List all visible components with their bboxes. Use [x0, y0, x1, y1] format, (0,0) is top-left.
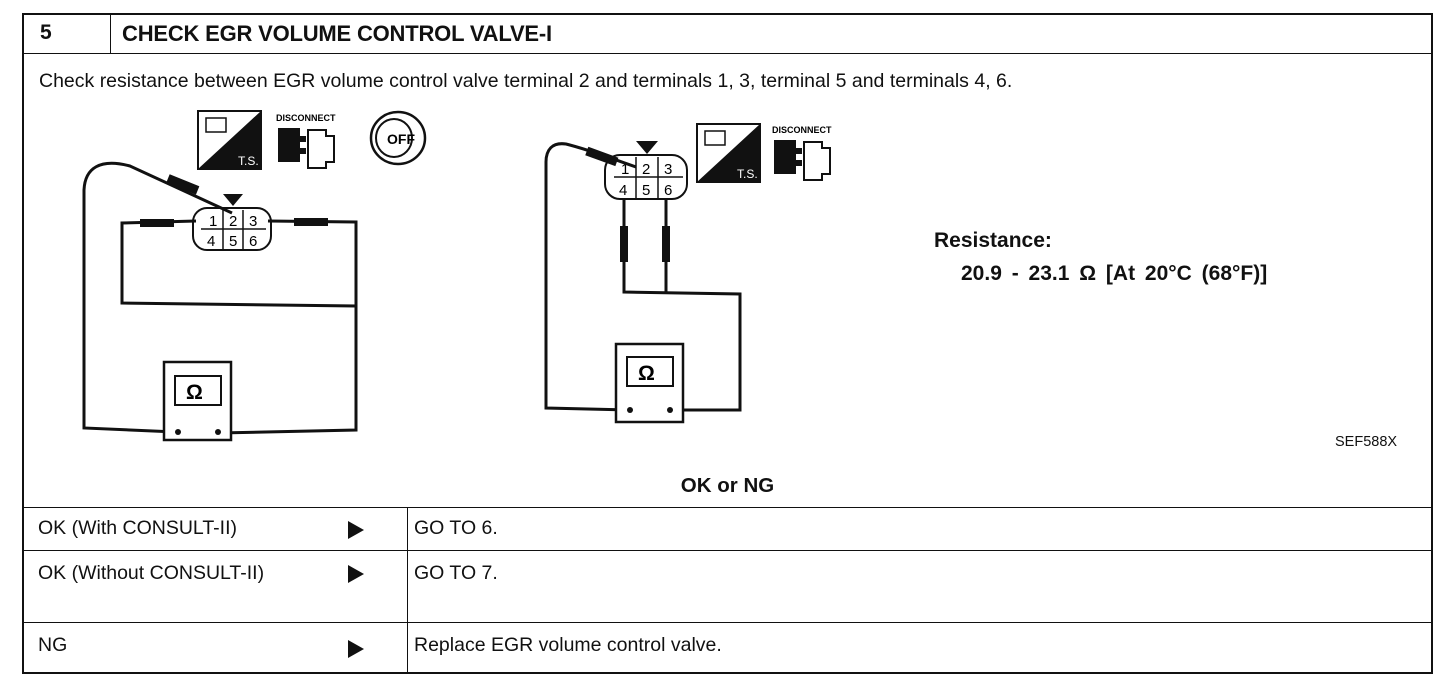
- ts-icon: T.S.: [197, 110, 262, 170]
- arrow-right-icon: [348, 565, 364, 583]
- terminal-label: 6: [664, 182, 672, 199]
- egr-valve-connector-right: 1 2 3 4 5 6: [604, 141, 688, 200]
- results-rule-2: [24, 622, 1431, 623]
- result-action-3: Replace EGR volume control valve.: [414, 634, 722, 656]
- terminal-label: 5: [642, 182, 650, 199]
- result-condition-1: OK (With CONSULT-II): [38, 517, 237, 539]
- header-divider: [110, 15, 111, 53]
- step-number: 5: [40, 21, 52, 44]
- result-condition-2: OK (Without CONSULT-II): [38, 562, 265, 584]
- probe-tips-left: [140, 174, 328, 227]
- terminal-label: 4: [619, 182, 627, 199]
- ohmmeter-left: Ω: [162, 360, 233, 442]
- circuit-diagram-right: T.S. DISCONNECT 1 2 3 4 5 6: [544, 123, 832, 424]
- ohm-icon: Ω: [638, 362, 655, 385]
- terminal-label: 2: [229, 213, 237, 230]
- terminal-label: 4: [207, 233, 215, 250]
- arrow-right-icon: [348, 640, 364, 658]
- terminal-label: 6: [249, 233, 257, 250]
- ignition-off-label: OFF: [387, 131, 415, 147]
- header-rule: [24, 53, 1431, 54]
- terminal-label: 3: [249, 213, 257, 230]
- result-condition-3: NG: [38, 634, 68, 656]
- result-action-2: GO TO 7.: [414, 562, 498, 584]
- resistance-label: Resistance:: [934, 229, 1052, 252]
- ts-icon-label: T.S.: [737, 167, 758, 181]
- results-rule-1: [24, 550, 1431, 551]
- probe-tips-right: [585, 146, 670, 262]
- terminal-label: 2: [642, 161, 650, 178]
- terminal-label: 1: [621, 161, 629, 178]
- ts-icon-label: T.S.: [238, 154, 259, 168]
- result-action-1: GO TO 6.: [414, 517, 498, 539]
- ohmmeter-right: Ω: [614, 342, 685, 424]
- inspection-step-table: 5 CHECK EGR VOLUME CONTROL VALVE-I Check…: [22, 13, 1433, 674]
- results-top-rule: [24, 507, 1431, 508]
- disconnect-icon: DISCONNECT: [772, 125, 832, 181]
- circuit-diagram-left: T.S. DISCONNECT OFF 1 2 3 4 5 6: [82, 110, 427, 442]
- terminal-label: 3: [664, 161, 672, 178]
- terminal-label: 1: [209, 213, 217, 230]
- terminal-label: 5: [229, 233, 237, 250]
- step-title: CHECK EGR VOLUME CONTROL VALVE-I: [122, 21, 552, 46]
- instruction-text: Check resistance between EGR volume cont…: [39, 70, 1013, 92]
- disconnect-label: DISCONNECT: [772, 125, 832, 135]
- results-divider: [407, 507, 408, 674]
- egr-valve-connector-left: 1 2 3 4 5 6: [192, 194, 272, 251]
- ohm-icon: Ω: [186, 381, 203, 404]
- disconnect-label: DISCONNECT: [276, 113, 336, 123]
- ts-icon: T.S.: [696, 123, 761, 183]
- ignition-off-icon: OFF: [369, 110, 427, 166]
- ok-or-ng-heading: OK or NG: [680, 474, 775, 497]
- resistance-value: 20.9 - 23.1 Ω [At 20°C (68°F)]: [961, 262, 1268, 285]
- figure-code: SEF588X: [1335, 434, 1398, 450]
- disconnect-icon: DISCONNECT: [276, 113, 336, 169]
- arrow-right-icon: [348, 521, 364, 539]
